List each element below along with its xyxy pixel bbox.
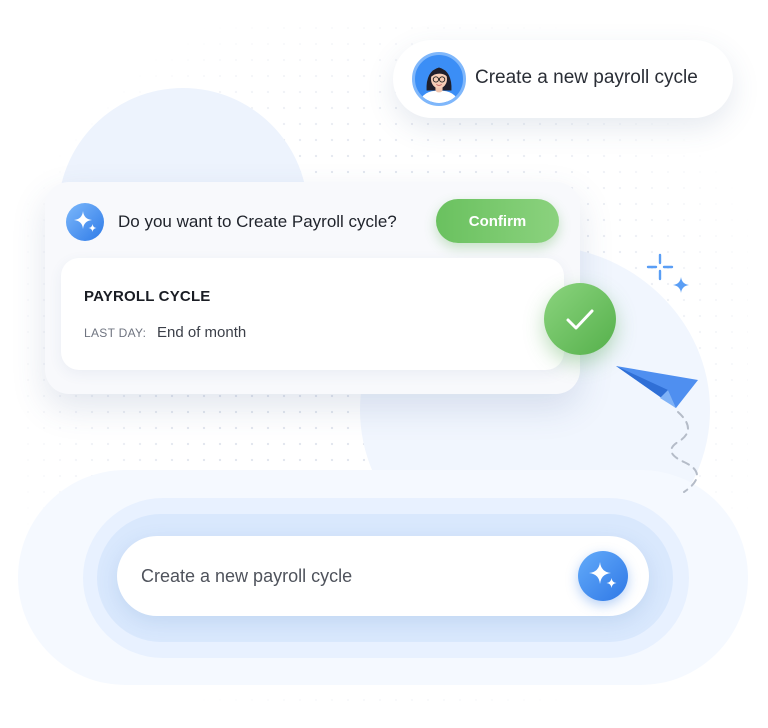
details-title: PAYROLL CYCLE [84,288,211,305]
sparkle-icon [589,562,617,588]
last-day-value: End of month [157,324,247,341]
paper-plane-icon [616,366,698,493]
confirm-button[interactable]: Confirm [436,199,559,243]
prompt-input[interactable] [141,558,561,594]
woman-avatar-icon [419,67,459,103]
send-button[interactable] [578,551,628,601]
payroll-details-card: PAYROLL CYCLE LAST DAY: End of month [61,258,564,370]
sparkles-icon [646,253,689,293]
prompt-bar [117,536,649,616]
sparkle-icon [66,203,104,241]
check-icon [544,283,616,355]
user-message-text: Create a new payroll cycle [475,67,698,88]
confirmation-card: Do you want to Create Payroll cycle? Con… [45,182,580,394]
user-avatar [412,52,466,106]
user-message-bubble: Create a new payroll cycle [393,40,733,118]
confirmation-question: Do you want to Create Payroll cycle? [118,212,397,231]
last-day-label: LAST DAY: [84,326,147,340]
